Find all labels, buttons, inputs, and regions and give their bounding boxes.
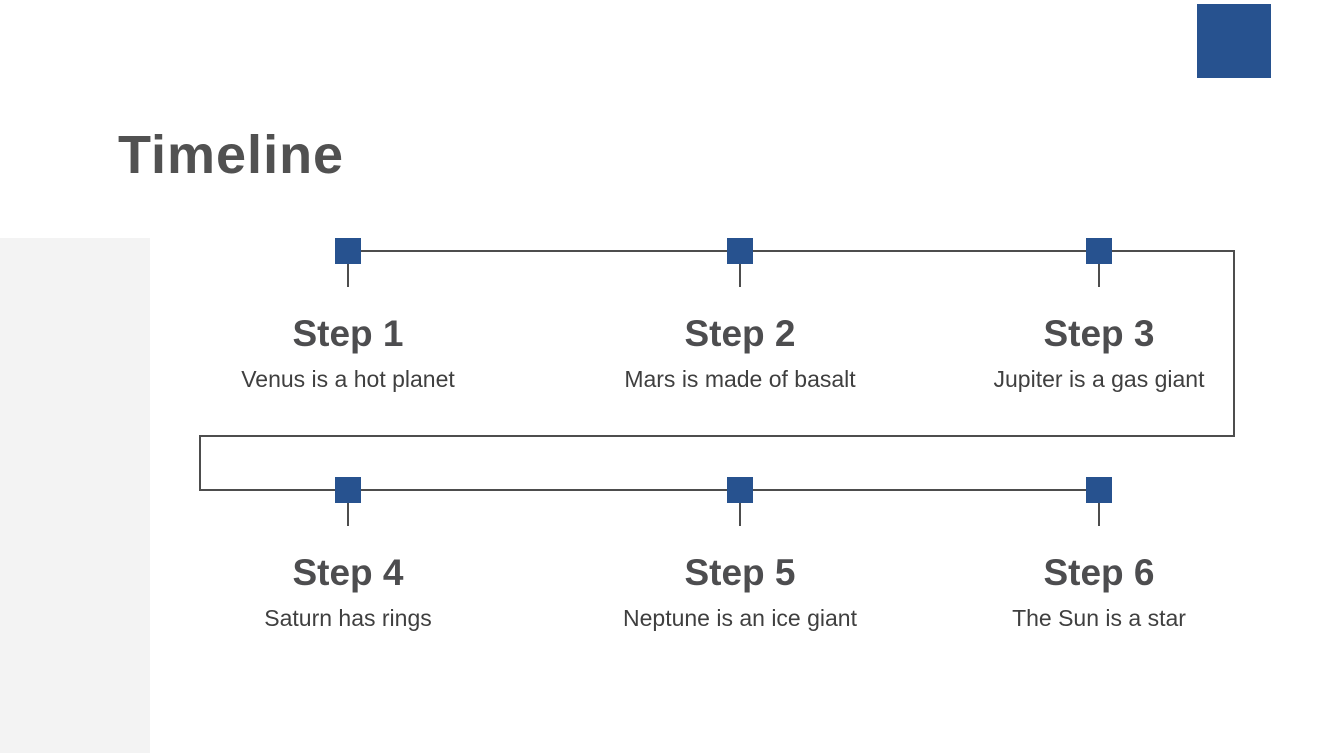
- timeline-step-1: Step 1 Venus is a hot planet: [188, 238, 508, 394]
- step-description: The Sun is a star: [1012, 604, 1186, 631]
- timeline-step-3: Step 3 Jupiter is a gas giant: [939, 238, 1259, 394]
- timeline-tick: [1098, 503, 1100, 526]
- step-label: Step 5: [684, 552, 796, 593]
- step-label: Step 2: [684, 313, 796, 354]
- timeline-tick: [347, 503, 349, 526]
- timeline-tick: [347, 264, 349, 287]
- timeline-step-4: Step 4 Saturn has rings: [188, 477, 508, 633]
- timeline-connector-row1: [348, 250, 1235, 252]
- timeline-marker-square: [1086, 238, 1112, 264]
- step-label: Step 1: [292, 313, 404, 354]
- slide-title: Timeline: [118, 125, 345, 186]
- corner-accent-square: [1197, 4, 1271, 78]
- timeline-step-6: Step 6 The Sun is a star: [939, 477, 1259, 633]
- timeline-step-2: Step 2 Mars is made of basalt: [580, 238, 900, 394]
- step-description: Saturn has rings: [264, 604, 432, 631]
- step-description: Neptune is an ice giant: [623, 604, 857, 631]
- step-label: Step 6: [1043, 552, 1155, 593]
- step-description: Jupiter is a gas giant: [993, 365, 1205, 392]
- timeline-connector-row2: [199, 489, 1100, 491]
- step-label: Step 4: [292, 552, 404, 593]
- timeline-marker-square: [1086, 477, 1112, 503]
- timeline-marker-square: [335, 238, 361, 264]
- step-description: Venus is a hot planet: [241, 365, 455, 392]
- step-description: Mars is made of basalt: [624, 365, 856, 392]
- timeline-marker-square: [727, 238, 753, 264]
- timeline-tick: [739, 503, 741, 526]
- timeline-connector-left-drop: [199, 435, 201, 491]
- timeline-marker-square: [335, 477, 361, 503]
- timeline-tick: [1098, 264, 1100, 287]
- timeline-connector-return: [199, 435, 1235, 437]
- timeline-tick: [739, 264, 741, 287]
- left-gray-panel: [0, 238, 150, 753]
- step-label: Step 3: [1043, 313, 1155, 354]
- timeline-step-5: Step 5 Neptune is an ice giant: [580, 477, 900, 633]
- timeline-marker-square: [727, 477, 753, 503]
- timeline-connector-right-drop: [1233, 250, 1235, 437]
